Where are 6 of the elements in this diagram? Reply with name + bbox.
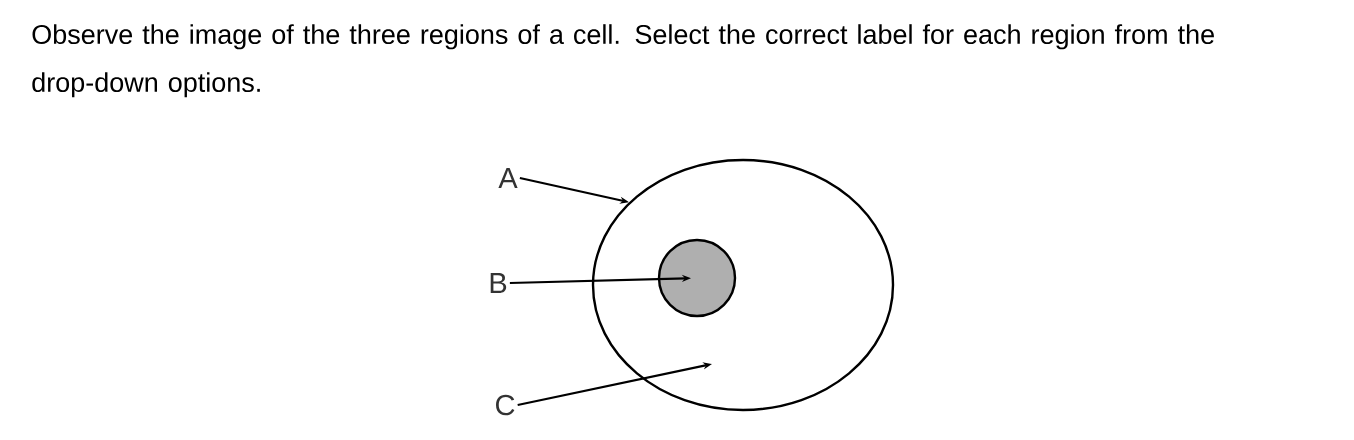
region-letter: A [498,168,518,188]
region-letter: B [490,273,507,293]
nucleus-circle [657,238,737,318]
region-letter: C [496,394,515,416]
question-text: Observe the image of the three regions of a cell. Select the correct label for each region from the drop-down options. [32,24,1214,98]
cell-outline [591,158,895,412]
